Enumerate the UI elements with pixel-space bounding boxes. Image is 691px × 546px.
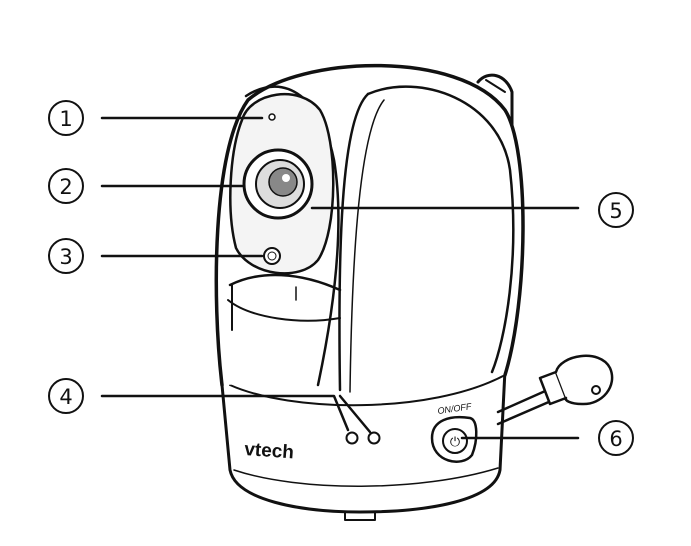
- light-sensor: [268, 113, 276, 121]
- callout-number: 6: [609, 427, 622, 451]
- callout-leaders: [100, 116, 580, 440]
- brand-logo: vtech: [244, 439, 295, 463]
- leader-line-4: [100, 394, 350, 432]
- callout-number: 2: [59, 175, 72, 199]
- callout-number: 1: [59, 107, 72, 131]
- callout-3: 3: [48, 238, 84, 274]
- callout-2: 2: [48, 168, 84, 204]
- callout-number: 3: [59, 245, 72, 269]
- camera-base: [220, 368, 507, 521]
- power-cable: [496, 354, 614, 426]
- indicator-lights: [345, 431, 381, 445]
- callout-5: 5: [598, 192, 634, 228]
- camera-lens: [242, 148, 314, 220]
- leader-line-4b: [338, 394, 372, 434]
- callout-6: 6: [598, 420, 634, 456]
- callout-1: 1: [48, 100, 84, 136]
- callout-4: 4: [48, 378, 84, 414]
- callout-number: 5: [609, 199, 622, 223]
- antenna: [476, 73, 514, 142]
- power-switch-label: ON/OFF: [437, 401, 473, 416]
- callout-number: 4: [59, 385, 72, 409]
- power-icon: ⏻: [450, 435, 460, 450]
- power-switch[interactable]: ⏻: [430, 416, 478, 463]
- infrared-led: [263, 247, 281, 265]
